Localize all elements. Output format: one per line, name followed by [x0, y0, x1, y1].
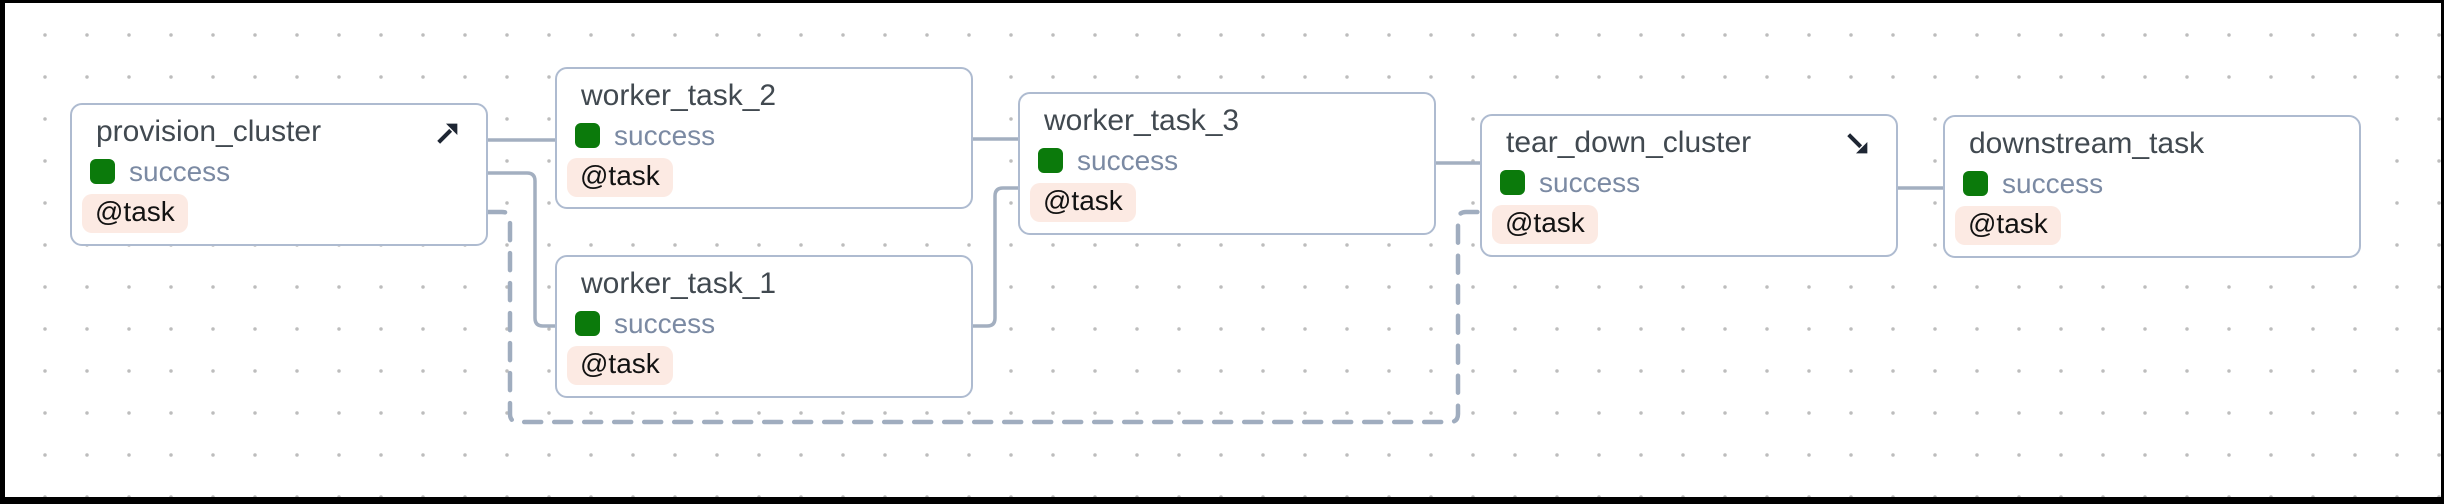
success-status-icon	[575, 123, 600, 148]
task-decorator-badge: @task	[1030, 182, 1136, 222]
task-node-header: worker_task_3	[1036, 104, 1420, 139]
task-status: success	[1961, 168, 2345, 200]
task-node-downstream_task[interactable]: downstream_task success @task	[1943, 115, 2361, 258]
task-status: success	[1036, 145, 1420, 177]
setup-task-arrow-icon	[437, 123, 458, 144]
task-name: worker_task_2	[581, 79, 777, 112]
success-status-icon	[90, 159, 115, 184]
task-node-worker_task_1[interactable]: worker_task_1 success @task	[555, 255, 973, 398]
task-decorator-badge: @task	[567, 345, 673, 385]
task-node-worker_task_3[interactable]: worker_task_3 success @task	[1018, 92, 1436, 235]
task-node-header: worker_task_2	[573, 79, 957, 114]
task-decorator-badge: @task	[1955, 205, 2061, 245]
task-status: success	[573, 120, 957, 152]
status-label: success	[2002, 167, 2104, 199]
task-decorator-badge: @task	[567, 157, 673, 197]
task-name: worker_task_1	[581, 267, 777, 300]
success-status-icon	[1500, 170, 1525, 195]
task-name: provision_cluster	[96, 115, 322, 148]
task-decorator-badge: @task	[82, 193, 188, 233]
edge-provision_cluster-to-worker_task_1	[488, 171, 555, 328]
task-status: success	[88, 156, 472, 188]
status-label: success	[129, 155, 231, 187]
success-status-icon	[575, 311, 600, 336]
teardown-task-arrow-icon	[1847, 133, 1868, 154]
status-label: success	[614, 119, 716, 151]
task-name: downstream_task	[1969, 127, 2205, 160]
task-name: worker_task_3	[1044, 104, 1240, 137]
task-status: success	[573, 308, 957, 340]
task-node-provision_cluster[interactable]: provision_cluster success @task	[70, 103, 488, 246]
edge-provision_cluster-to-tear_down_cluster	[485, 209, 1483, 425]
task-status: success	[1498, 167, 1882, 199]
task-name: tear_down_cluster	[1506, 126, 1752, 159]
status-label: success	[614, 307, 716, 339]
task-node-tear_down_cluster[interactable]: tear_down_cluster success @task	[1480, 114, 1898, 257]
task-node-header: worker_task_1	[573, 267, 957, 302]
task-node-header: tear_down_cluster	[1498, 126, 1882, 161]
success-status-icon	[1038, 148, 1063, 173]
task-node-header: downstream_task	[1961, 127, 2345, 162]
task-node-worker_task_2[interactable]: worker_task_2 success @task	[555, 67, 973, 209]
edge-worker_task_1-to-worker_task_3	[973, 186, 1018, 328]
success-status-icon	[1963, 171, 1988, 196]
task-decorator-badge: @task	[1492, 204, 1598, 244]
task-node-header: provision_cluster	[88, 115, 472, 150]
status-label: success	[1539, 166, 1641, 198]
status-label: success	[1077, 144, 1179, 176]
